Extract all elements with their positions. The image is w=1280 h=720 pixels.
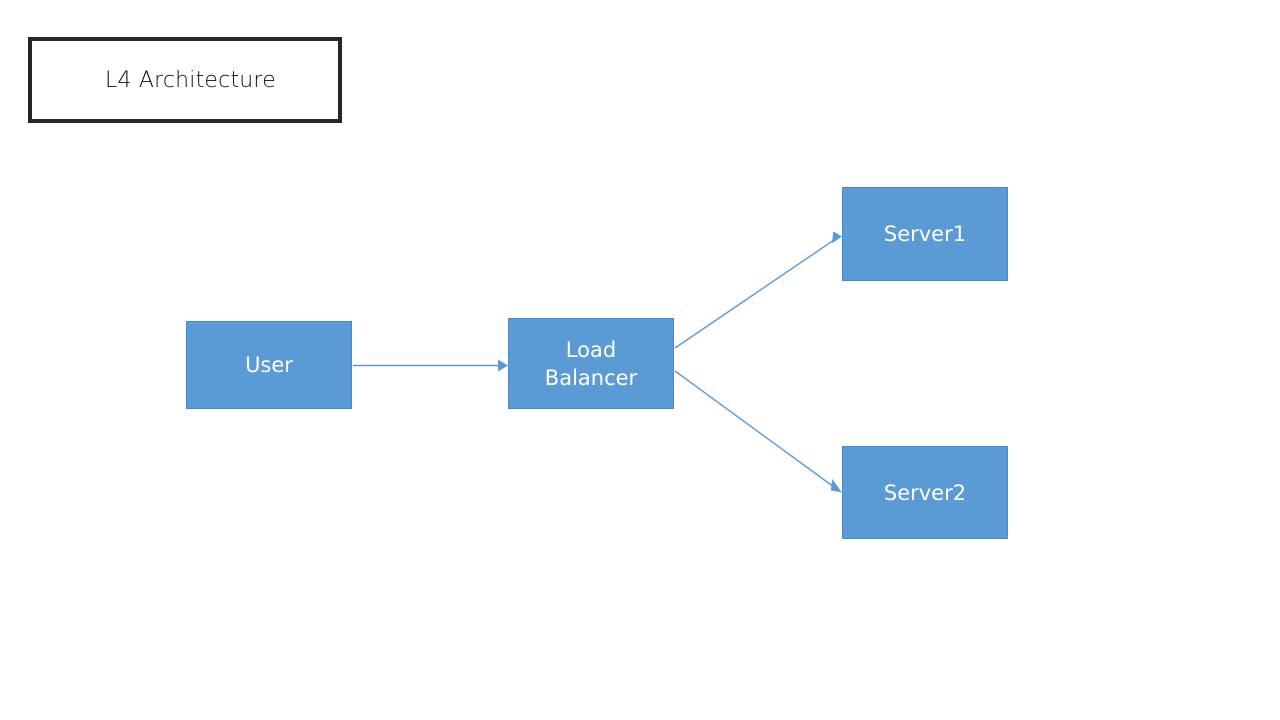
node-user-label: User [245, 353, 293, 377]
node-server1-label: Server1 [883, 222, 967, 246]
connector-user-to-lb [353, 359, 508, 372]
node-server1[interactable]: Server1 [842, 187, 1008, 281]
connector-lb-to-server1 [674, 231, 842, 349]
page-title: L4 Architecture [105, 67, 276, 93]
node-server2-label: Server2 [883, 480, 967, 505]
node-load-balancer[interactable]: Load Balancer [508, 318, 674, 409]
node-server2[interactable]: Server2 [842, 446, 1008, 539]
node-load-balancer-label: Load Balancer [544, 337, 638, 390]
connector-lb-to-server2 [674, 370, 842, 493]
node-user[interactable]: User [186, 321, 352, 409]
title-box[interactable]: L4 Architecture [28, 37, 342, 123]
